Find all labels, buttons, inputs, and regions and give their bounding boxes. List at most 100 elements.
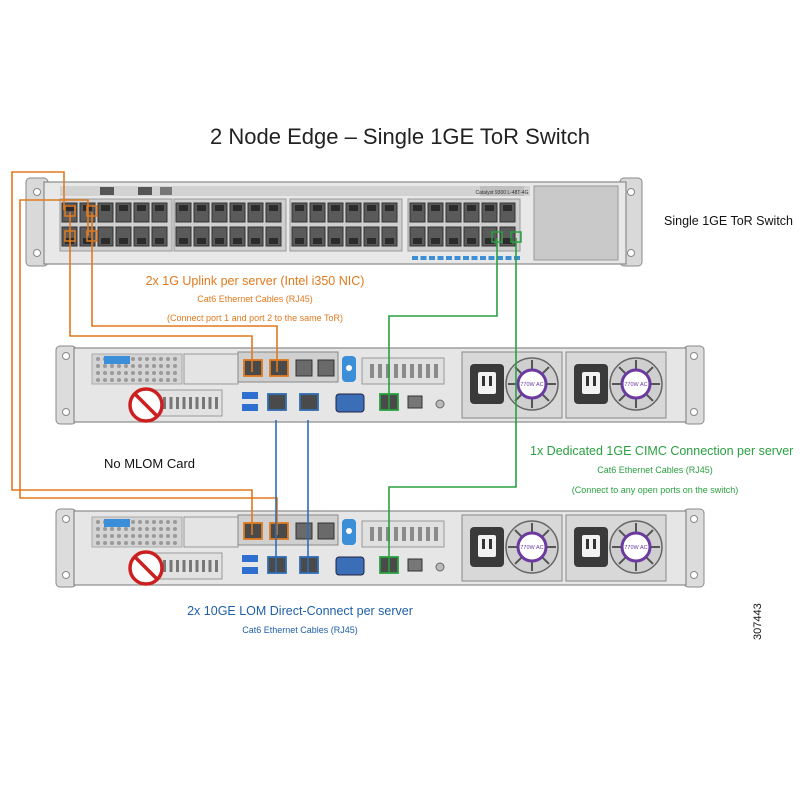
switch-port-latch	[313, 238, 322, 244]
vent-hole	[110, 527, 114, 531]
pcie-slot-vent	[370, 364, 374, 378]
switch-port-latch	[485, 205, 494, 211]
switch-port-latch	[119, 205, 128, 211]
vent-hole	[103, 371, 107, 375]
vent-hole	[159, 378, 163, 382]
nic-port-unused	[317, 522, 335, 540]
vent-hole	[173, 371, 177, 375]
vent-hole	[173, 364, 177, 368]
switch-port-latch	[467, 238, 476, 244]
vent-hole	[131, 357, 135, 361]
vent-hole	[145, 378, 149, 382]
power-inlet-pin	[586, 539, 589, 549]
nic-port-2	[269, 522, 289, 540]
psu-rating-text: 770W AC	[520, 382, 543, 388]
switch-port-latch	[233, 238, 242, 244]
vent-hole	[159, 520, 163, 524]
riser-bracket	[183, 516, 239, 548]
serial-port	[407, 395, 423, 409]
switch-port-led	[463, 256, 469, 260]
vent-hole	[96, 371, 100, 375]
switch-port-block	[59, 198, 521, 252]
server-id-led	[346, 528, 352, 534]
switch-port-latch	[449, 205, 458, 211]
switch-port-latch	[367, 238, 376, 244]
vent-hole	[124, 364, 128, 368]
power-button	[435, 399, 445, 409]
vent-hole	[117, 371, 121, 375]
prohibited-icon-slash	[133, 555, 159, 581]
pcie-slot-vent	[378, 364, 382, 378]
vent-hole	[152, 371, 156, 375]
switch-model-text: Catalyst 9300 L-48T-4G	[475, 190, 528, 196]
pcie-slot-vent	[386, 364, 390, 378]
switch-port-led	[420, 256, 427, 260]
vent-hole	[152, 520, 156, 524]
vent-hole	[145, 541, 149, 545]
vent-hole	[138, 357, 142, 361]
nic-port-unused	[317, 359, 335, 377]
mlom-slot-pin	[208, 560, 212, 572]
vent-hole	[159, 357, 163, 361]
pcie-slot-vent	[386, 527, 390, 541]
vent-hole	[117, 541, 121, 545]
vent-hole	[103, 534, 107, 538]
vga-port	[335, 556, 365, 576]
switch-port-latch	[467, 205, 476, 211]
vent-hole	[131, 378, 135, 382]
mlom-slot-pin	[176, 560, 179, 572]
switch-port-led	[454, 256, 461, 260]
vent-hole	[159, 534, 163, 538]
mlom-slot-pin	[202, 560, 205, 572]
diagram-title: 2 Node Edge – Single 1GE ToR Switch	[210, 124, 590, 149]
power-inlet-pin	[593, 376, 596, 386]
power-button	[435, 562, 445, 572]
vent-hole	[145, 371, 149, 375]
mlom-slot-pin	[195, 397, 199, 409]
fan-hub	[516, 531, 548, 563]
switch-model-badge: Catalyst 9300 L-48T-4G	[475, 186, 529, 196]
switch-port-latch	[349, 238, 358, 244]
switch-port-latch	[431, 238, 440, 244]
switch-port-latch	[197, 205, 206, 211]
nic-port-highlight	[243, 522, 263, 540]
psu-rating-text: 770W AC	[624, 545, 647, 551]
switch-port-led	[480, 256, 486, 260]
vent-hole	[145, 527, 149, 531]
switch-port-latch	[349, 205, 358, 211]
nic-port-1	[243, 522, 263, 540]
lom-note-title: 2x 10GE LOM Direct-Connect per server	[187, 604, 413, 618]
vent-hole	[110, 534, 114, 538]
vent-hole	[131, 534, 135, 538]
switch-label: Single 1GE ToR Switch	[664, 214, 793, 228]
mlom-slot-pin	[182, 560, 186, 572]
rack-screw	[690, 352, 698, 360]
lom-port-2	[299, 556, 319, 574]
vent-hole	[124, 378, 128, 382]
fan-hub	[620, 531, 652, 563]
nic-port-unused	[295, 359, 313, 377]
switch-port-latch	[155, 238, 164, 244]
switch-port-latch	[215, 238, 224, 244]
switch-port-latch	[251, 238, 260, 244]
vent-hole	[138, 371, 142, 375]
switch-port-latch	[295, 205, 304, 211]
rack-screw	[62, 515, 70, 523]
power-inlet-socket	[582, 372, 600, 394]
usb-port	[138, 187, 152, 195]
switch-port-latch	[65, 205, 74, 211]
switch-port-latch	[331, 238, 340, 244]
mlom-slot-pin	[169, 397, 173, 409]
server-id-led	[346, 365, 352, 371]
vent-hole	[110, 541, 114, 545]
power-inlet-pin	[482, 539, 485, 549]
lom-port-2	[299, 393, 319, 411]
vent-hole	[152, 527, 156, 531]
rack-screw	[62, 571, 70, 579]
cable-endpoints	[64, 205, 522, 243]
mlom-slot-pin	[189, 560, 192, 572]
nic-port-2	[269, 359, 289, 377]
psu-rating-text: 770W AC	[520, 545, 543, 551]
lom-port-highlight	[299, 393, 319, 411]
vent-hole	[173, 534, 177, 538]
